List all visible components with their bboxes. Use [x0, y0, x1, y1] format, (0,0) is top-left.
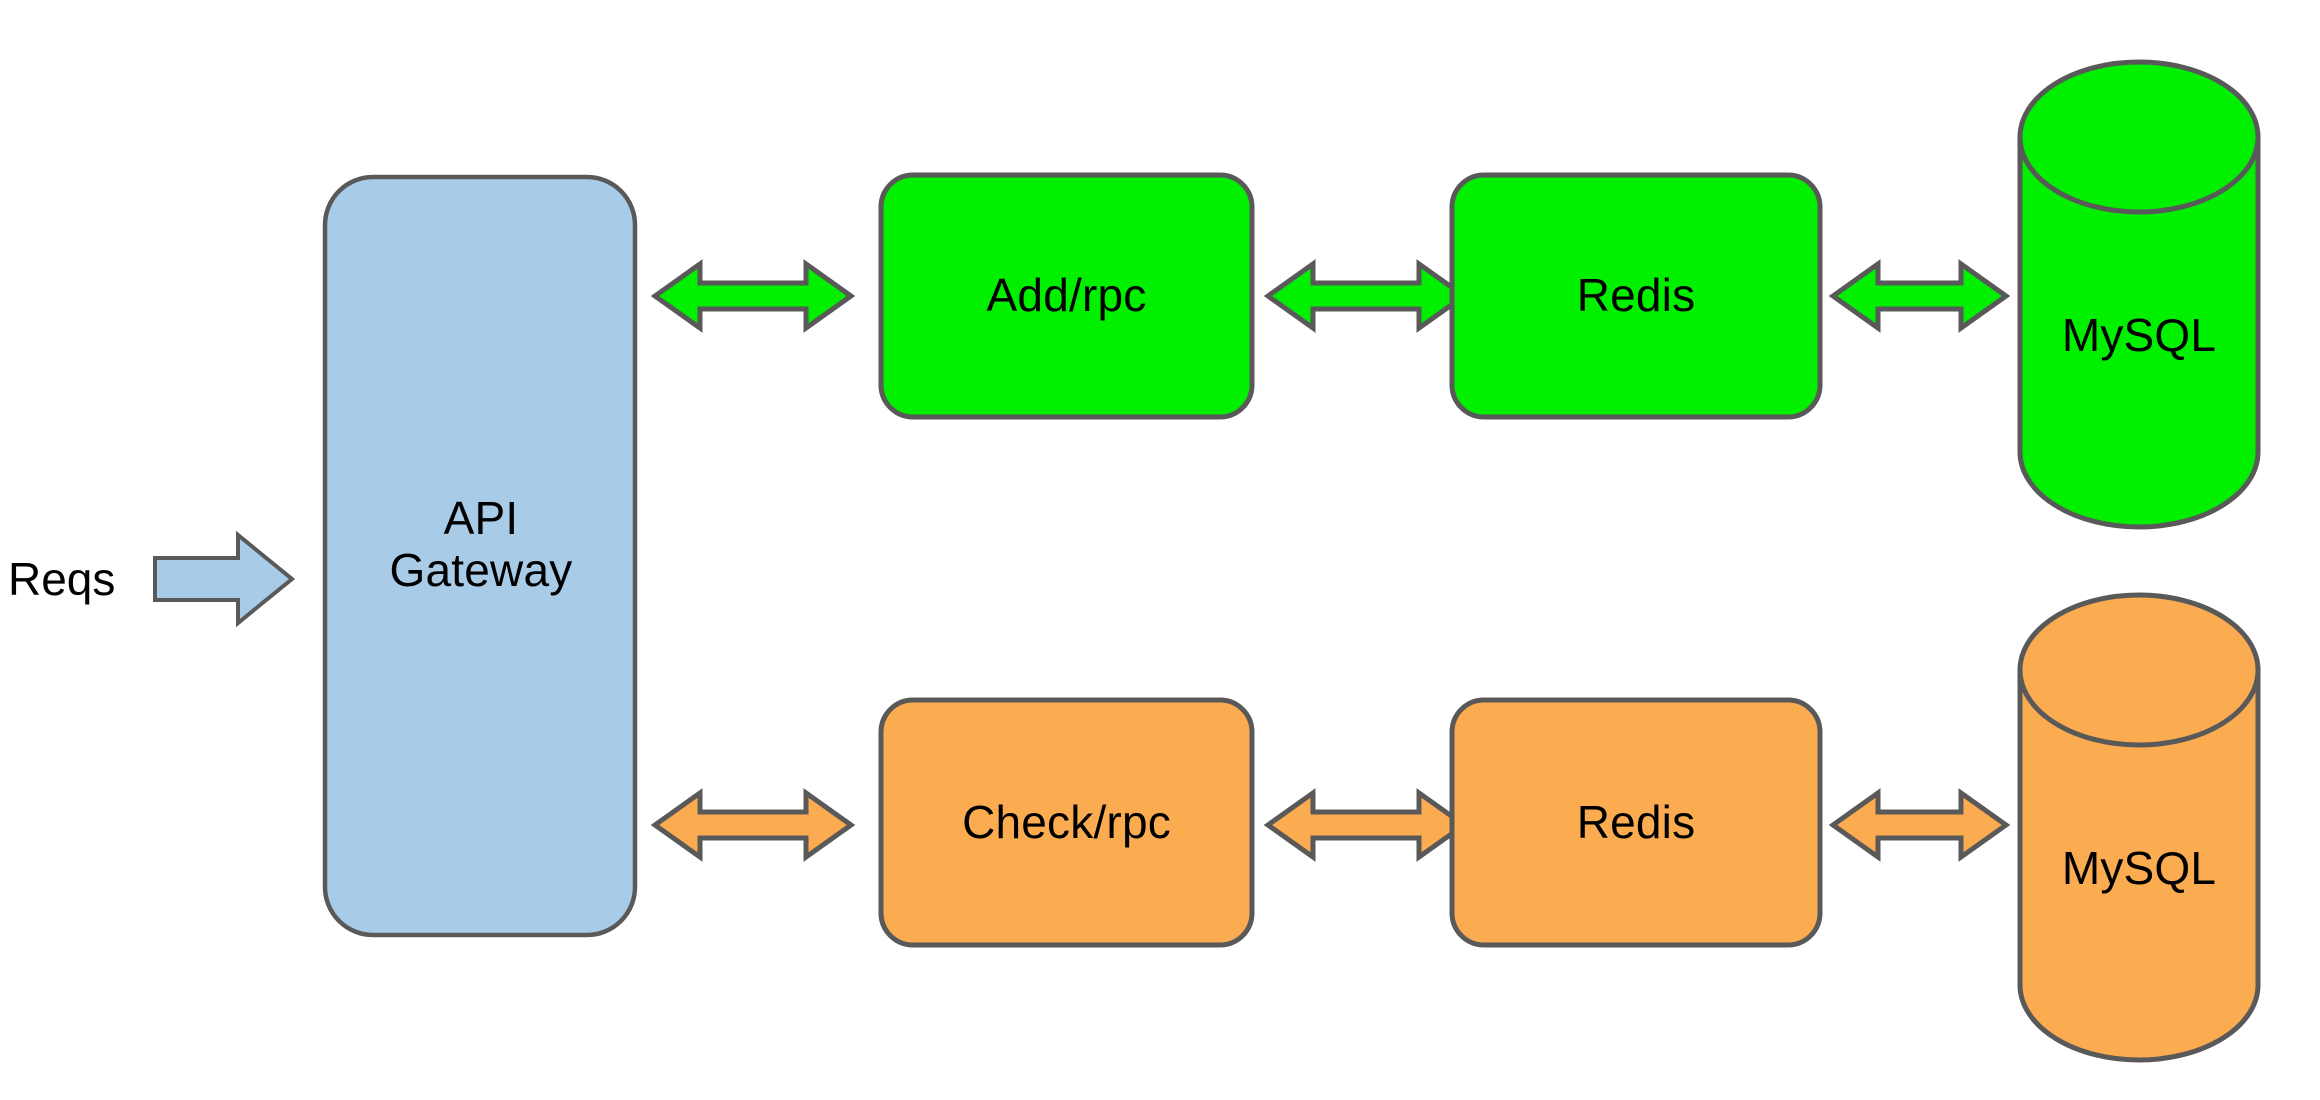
add-rpc-box[interactable] [878, 172, 1255, 420]
reqs-inbound-arrow [153, 530, 296, 628]
connector-gateway-to-add-rpc [650, 259, 856, 333]
redis-check-box[interactable] [1449, 697, 1823, 948]
connector-redis-to-mysql-green [1828, 259, 2011, 333]
reqs-label: Reqs [8, 553, 116, 605]
connector-gateway-to-check-rpc [650, 788, 856, 862]
redis-add-box[interactable] [1449, 172, 1823, 420]
mysql-check-cylinder[interactable] [2017, 592, 2261, 1063]
api-gateway-box[interactable] [322, 174, 638, 938]
connector-add-rpc-to-redis [1263, 259, 1469, 333]
mysql-add-cylinder[interactable] [2017, 59, 2261, 530]
connector-redis-to-mysql-orange [1828, 788, 2011, 862]
check-rpc-box[interactable] [878, 697, 1255, 948]
connector-check-rpc-to-redis [1263, 788, 1469, 862]
